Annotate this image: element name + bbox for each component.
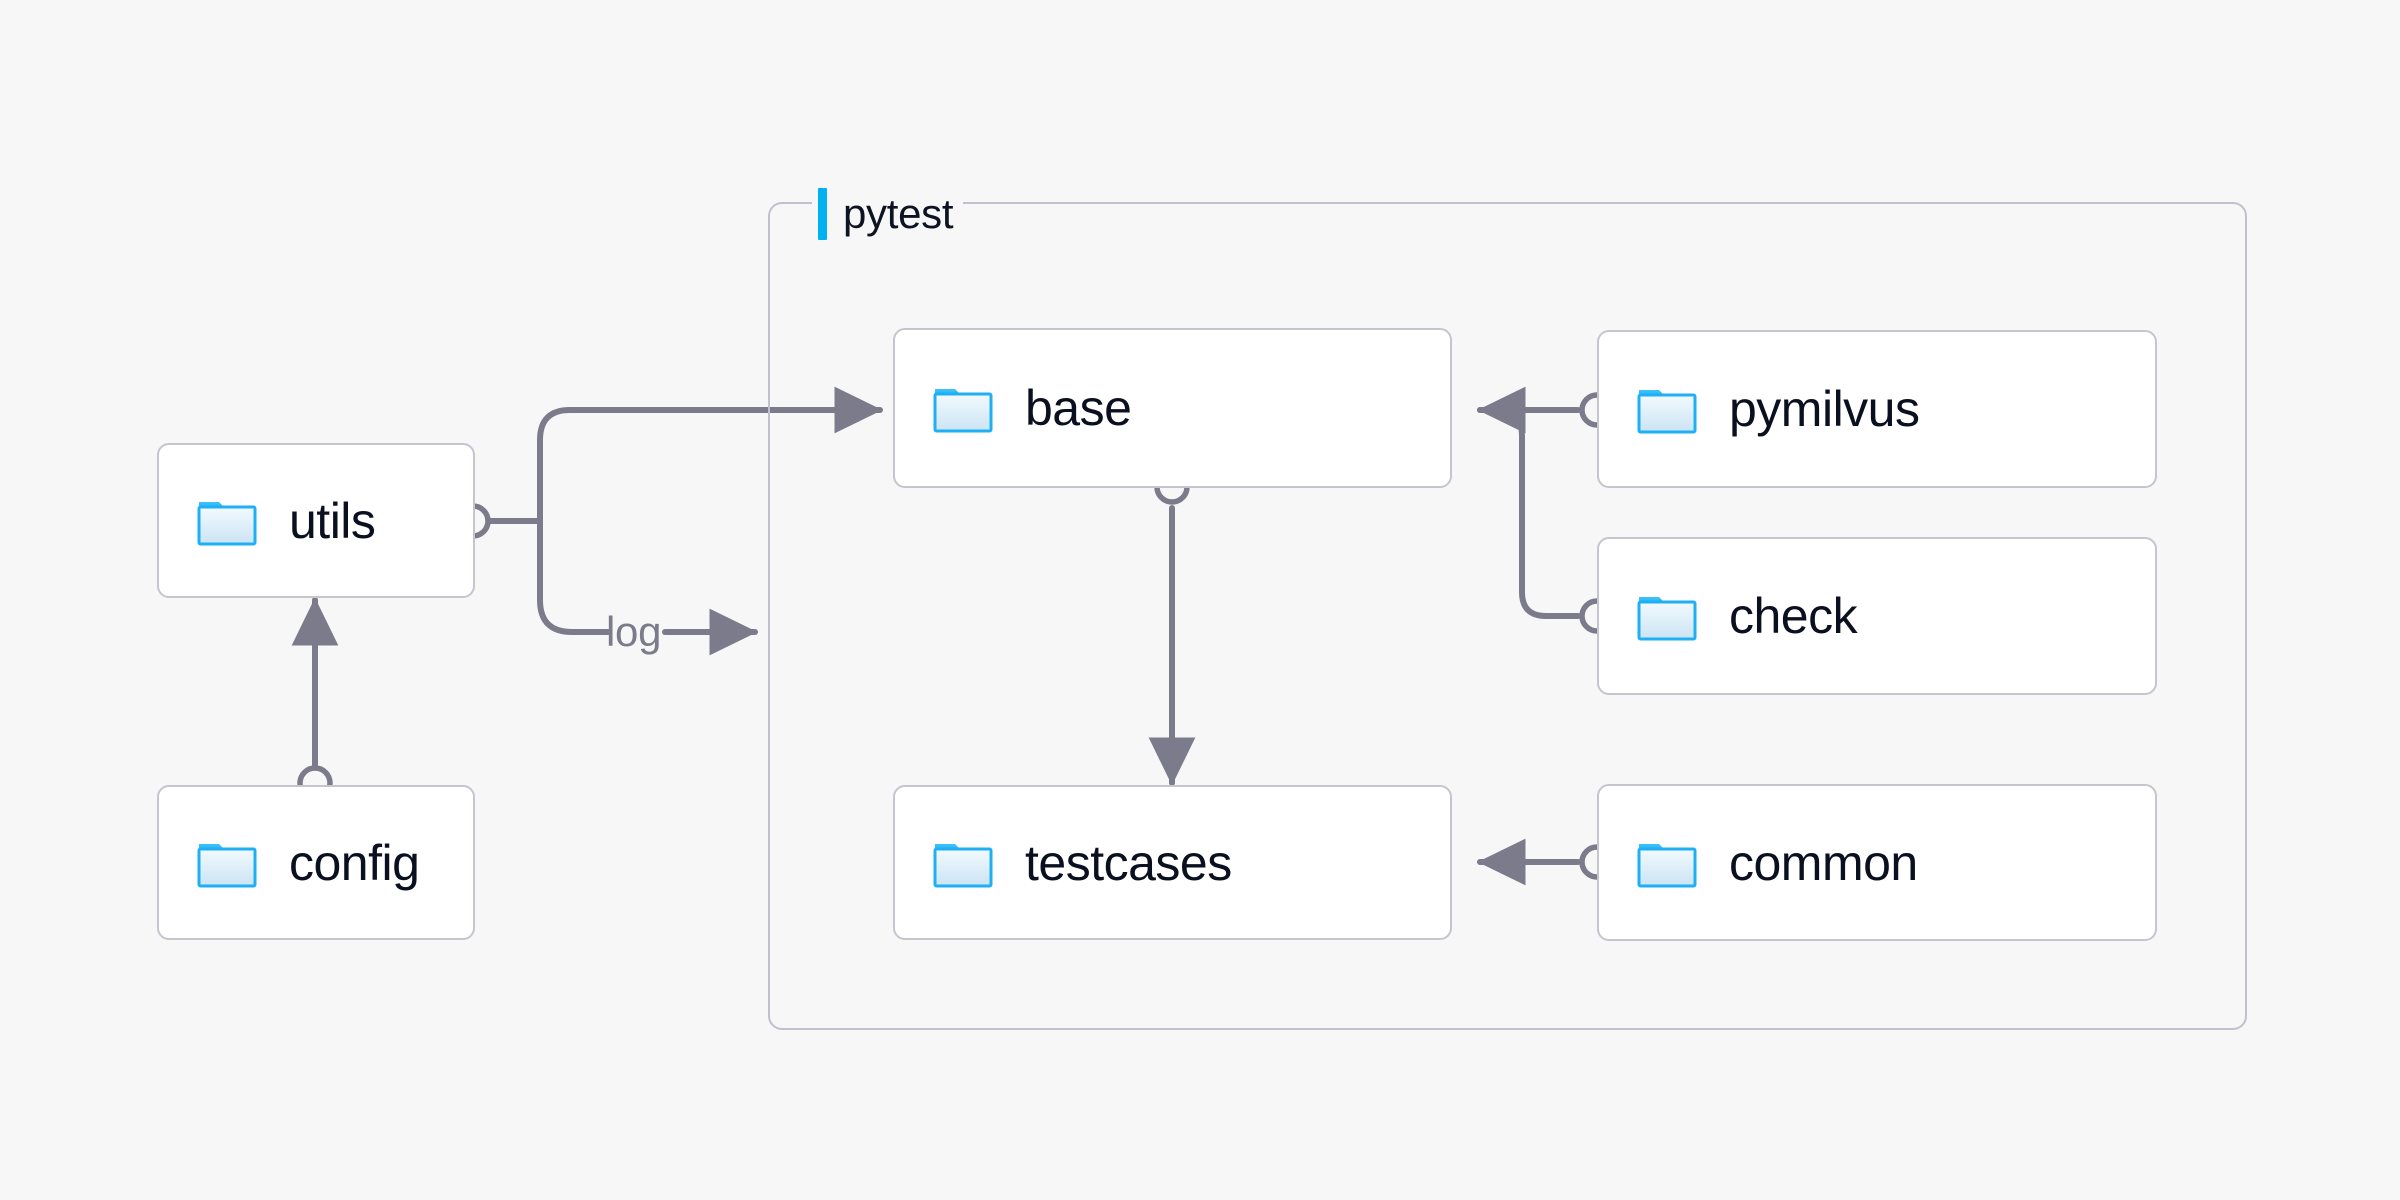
node-testcases[interactable]: testcases — [893, 785, 1452, 940]
edge-utils-to-log — [537, 518, 611, 635]
folder-icon — [197, 501, 257, 545]
folder-icon — [933, 389, 993, 433]
folder-icon — [197, 843, 257, 887]
group-container-pytest[interactable] — [768, 202, 2247, 1030]
edge-label-log: log — [606, 608, 662, 655]
node-label-pymilvus: pymilvus — [1729, 381, 1920, 437]
node-common[interactable]: common — [1597, 784, 2157, 941]
group-title: pytest — [843, 190, 954, 237]
folder-icon — [933, 843, 993, 887]
group-label-pytest: pytest — [812, 186, 964, 242]
folder-icon — [1637, 597, 1697, 641]
node-label-common: common — [1729, 834, 1918, 891]
folder-icon — [1637, 843, 1697, 887]
folder-icon — [1637, 390, 1697, 434]
node-label-check: check — [1729, 588, 1858, 644]
group-accent-bar-icon — [818, 188, 827, 240]
node-check[interactable]: check — [1597, 537, 2157, 695]
node-label-base: base — [1025, 380, 1132, 436]
node-label-testcases: testcases — [1025, 834, 1232, 891]
node-pymilvus[interactable]: pymilvus — [1597, 330, 2157, 488]
node-base[interactable]: base — [893, 328, 1452, 488]
node-label-config: config — [289, 834, 420, 891]
node-config[interactable]: config — [157, 785, 475, 940]
node-utils[interactable]: utils — [157, 443, 475, 598]
node-label-utils: utils — [289, 492, 376, 549]
